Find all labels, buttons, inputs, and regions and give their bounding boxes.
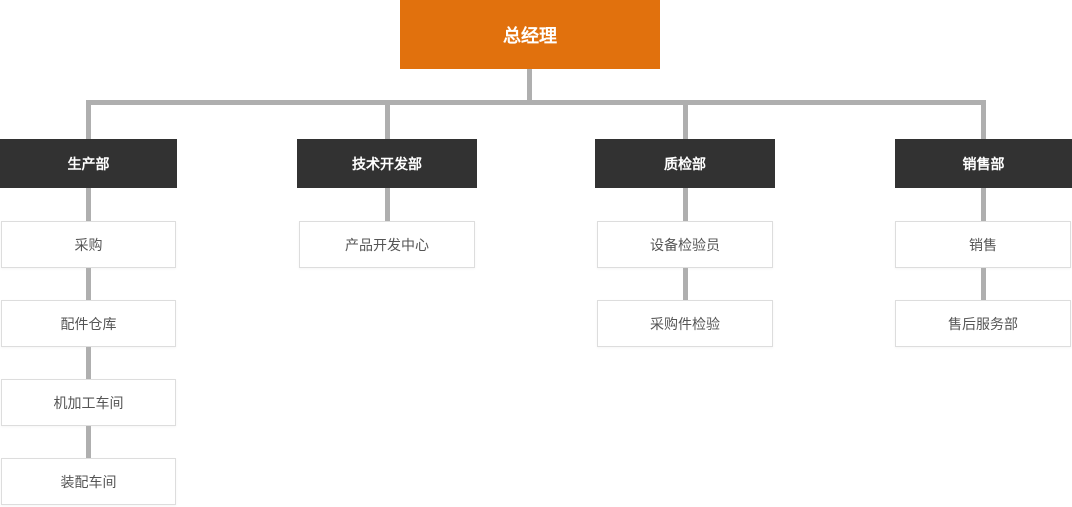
org-node-assembly-workshop: 装配车间 — [1, 458, 176, 505]
org-node-equipment-inspector: 设备检验员 — [597, 221, 773, 268]
org-node-sales: 销售 — [895, 221, 1071, 268]
org-node-procurement: 采购 — [1, 221, 176, 268]
connector-stub — [683, 268, 688, 300]
connector-drop-sales — [981, 100, 986, 139]
org-node-general-manager: 总经理 — [400, 0, 660, 69]
org-node-quality-dept: 质检部 — [595, 139, 775, 188]
org-node-sales-dept: 销售部 — [895, 139, 1072, 188]
connector-stub — [683, 188, 688, 221]
connector-stub — [86, 268, 91, 300]
connector-stub — [86, 347, 91, 379]
org-node-tech-dev-dept: 技术开发部 — [297, 139, 477, 188]
org-node-purchased-parts-inspection: 采购件检验 — [597, 300, 773, 347]
connector-stub — [981, 188, 986, 221]
org-node-parts-warehouse: 配件仓库 — [1, 300, 176, 347]
org-node-after-sales-service: 售后服务部 — [895, 300, 1071, 347]
connector-stub — [86, 426, 91, 458]
connector-stub — [981, 268, 986, 300]
connector-stub — [385, 188, 390, 221]
connector-stub — [86, 188, 91, 221]
connector-drop-production — [86, 100, 91, 139]
org-node-product-dev-center: 产品开发中心 — [299, 221, 475, 268]
org-node-production-dept: 生产部 — [0, 139, 177, 188]
org-node-machining-workshop: 机加工车间 — [1, 379, 176, 426]
connector-drop-tech-dev — [385, 100, 390, 139]
connector-trunk — [527, 69, 532, 102]
connector-drop-quality — [683, 100, 688, 139]
connector-horizontal-rail — [86, 100, 986, 105]
